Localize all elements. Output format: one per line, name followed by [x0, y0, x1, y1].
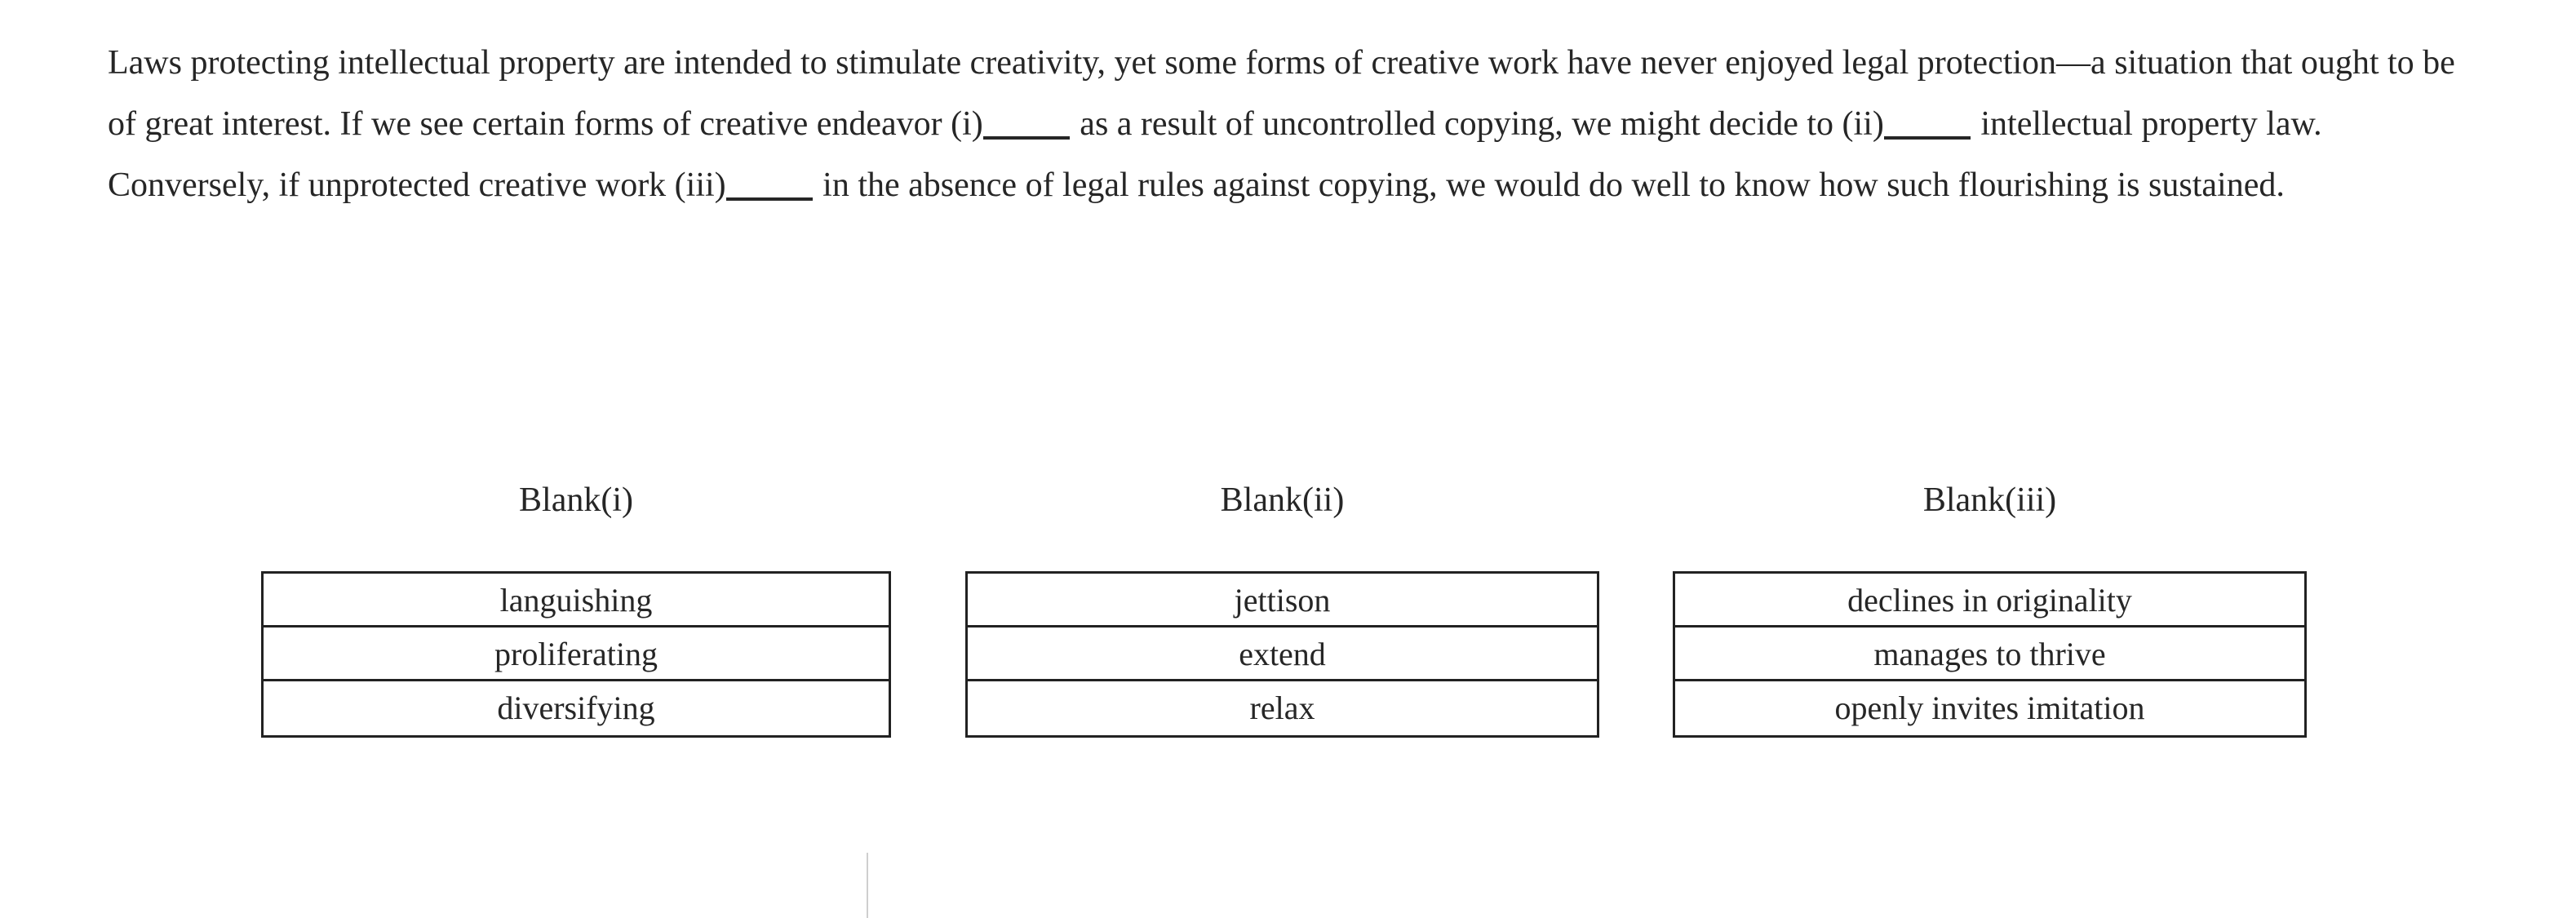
- blank-ii-heading: Blank(ii): [1220, 481, 1345, 519]
- choice-option[interactable]: declines in originality: [1675, 574, 2304, 628]
- blank-i-underscore: [982, 136, 1070, 140]
- choice-option[interactable]: manages to thrive: [1675, 628, 2304, 681]
- faint-vertical-divider: [867, 853, 868, 918]
- blank-column-i: Blank(i) languishing proliferating diver…: [261, 481, 891, 738]
- passage-segment-1: Laws protecting intellectual property ar…: [108, 44, 2455, 143]
- choice-option[interactable]: jettison: [968, 574, 1597, 628]
- choice-option[interactable]: languishing: [264, 574, 889, 628]
- choice-option[interactable]: diversifying: [264, 681, 889, 735]
- blank-ii-underscore: [1883, 136, 1971, 140]
- blank-column-iii: Blank(iii) declines in originality manag…: [1673, 481, 2307, 738]
- blank-iii-heading: Blank(iii): [1922, 481, 2057, 519]
- blank-i-heading: Blank(i): [519, 481, 633, 519]
- blank-iii-underscore: [725, 197, 813, 201]
- passage-segment-3: intellectual property law. Conversely, i…: [108, 105, 2322, 204]
- blank-i-choice-table: languishing proliferating diversifying: [261, 571, 891, 738]
- choice-option[interactable]: openly invites imitation: [1675, 681, 2304, 735]
- blank-iii-choice-table: declines in originality manages to thriv…: [1673, 571, 2307, 738]
- choice-option[interactable]: relax: [968, 681, 1597, 735]
- choice-option[interactable]: proliferating: [264, 628, 889, 681]
- passage-segment-2: as a result of uncontrolled copying, we …: [1071, 105, 1884, 143]
- passage-segment-4: in the absence of legal rules against co…: [814, 166, 2285, 204]
- blank-ii-choice-table: jettison extend relax: [965, 571, 1599, 738]
- blank-column-ii: Blank(ii) jettison extend relax: [965, 481, 1599, 738]
- choice-option[interactable]: extend: [968, 628, 1597, 681]
- passage-text: Laws protecting intellectual property ar…: [108, 33, 2458, 216]
